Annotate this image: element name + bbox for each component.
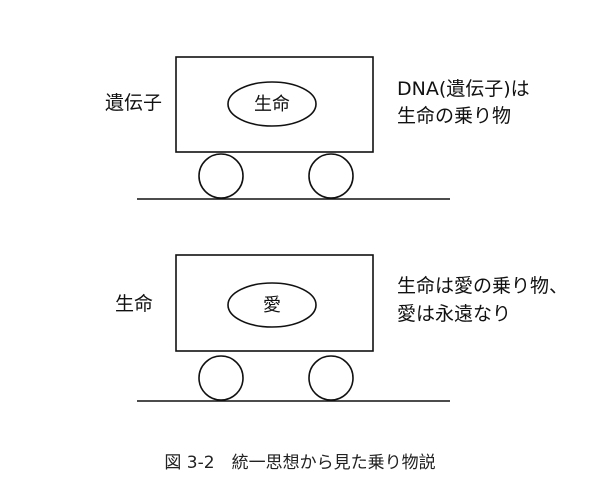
bottom-left-wheel	[198, 355, 244, 401]
bottom-right-label: 生命は愛の乗り物、 愛は永遠なり	[397, 275, 568, 325]
bottom-right-label-line-1: 生命は愛の乗り物、	[397, 275, 568, 297]
top-cargo-label: 生命	[254, 94, 290, 115]
top-right-label: DNA(遺伝子)は 生命の乗り物	[397, 78, 530, 127]
top-vehicle: 生命	[137, 56, 450, 200]
top-left-label: 遺伝子	[105, 92, 162, 114]
bottom-cart-body	[175, 254, 374, 352]
top-left-wheel	[198, 153, 244, 199]
bottom-left-label: 生命	[115, 293, 153, 315]
top-cart-body	[175, 56, 374, 153]
top-right-wheel	[308, 153, 354, 199]
bottom-vehicle: 愛	[137, 254, 450, 402]
figure-caption: 図 3-2 統一思想から見た乗り物説	[164, 453, 435, 473]
bottom-cargo-oval	[227, 282, 317, 328]
bottom-right-label-line-2: 愛は永遠なり	[397, 303, 511, 325]
top-right-label-line-2: 生命の乗り物	[397, 105, 511, 127]
top-cargo-oval	[227, 81, 317, 127]
bottom-cargo-label: 愛	[263, 295, 281, 316]
bottom-right-wheel	[308, 355, 354, 401]
top-right-label-line-1: DNA(遺伝子)は	[397, 78, 530, 100]
